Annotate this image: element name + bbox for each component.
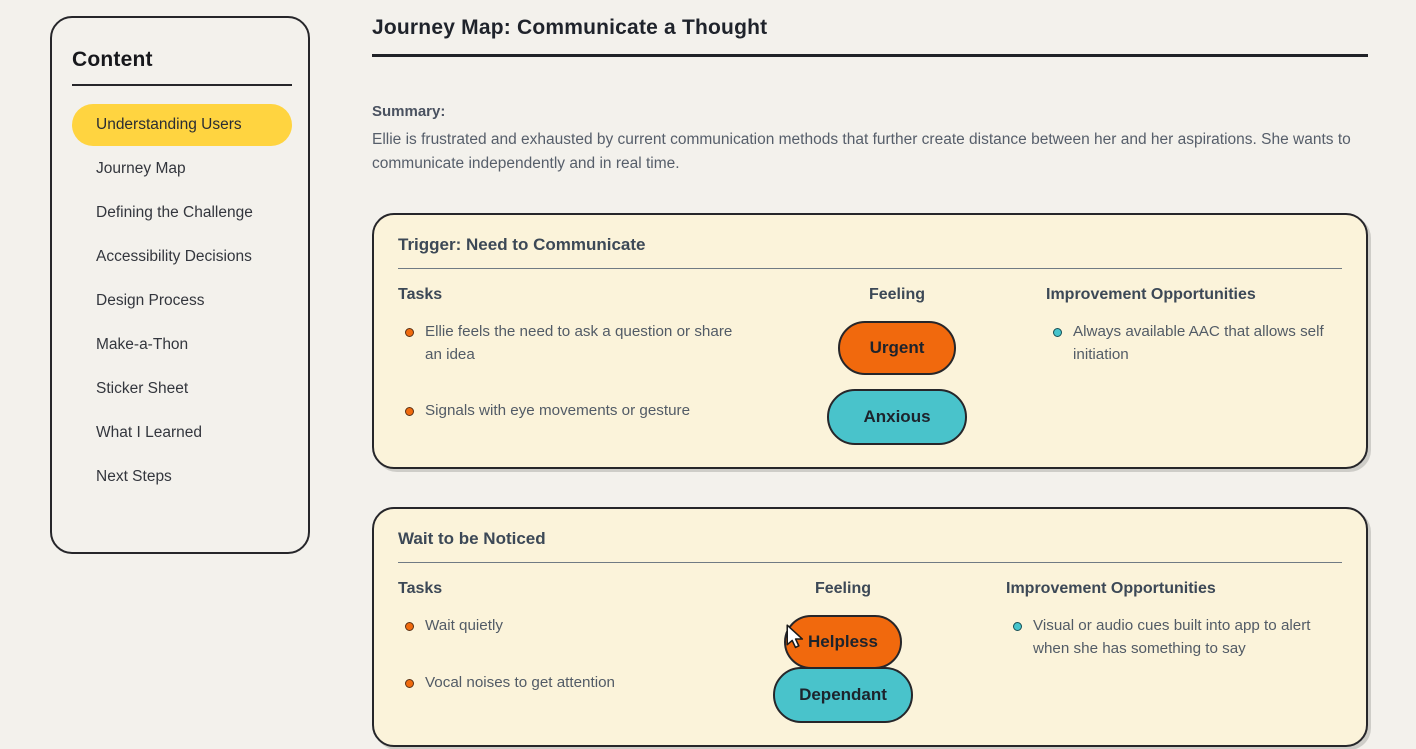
improvement-column: Improvement Opportunities Always availab… bbox=[1012, 286, 1342, 445]
card-columns: Tasks Wait quietly Vocal noises to get a… bbox=[398, 580, 1342, 724]
title-divider bbox=[372, 54, 1368, 57]
main-content: Journey Map: Communicate a Thought Summa… bbox=[372, 16, 1368, 748]
sidebar-title: Content bbox=[72, 48, 153, 71]
sidebar-item-what-i-learned[interactable]: What I Learned bbox=[96, 424, 202, 441]
feeling-pill-dependant: Dependant bbox=[773, 667, 913, 724]
summary-label: Summary: bbox=[372, 103, 446, 120]
tasks-column: Tasks Wait quietly Vocal noises to get a… bbox=[398, 580, 728, 723]
card-title: Wait to be Noticed bbox=[398, 529, 546, 549]
feeling-pills: Urgent Anxious bbox=[782, 321, 1012, 446]
sidebar-item-make-a-thon[interactable]: Make-a-Thon bbox=[96, 336, 189, 353]
sidebar-item-understanding-users[interactable]: Understanding Users bbox=[72, 104, 292, 146]
card-title: Trigger: Need to Communicate bbox=[398, 235, 646, 255]
tasks-list: Wait quietly Vocal noises to get attenti… bbox=[398, 615, 728, 694]
card-columns: Tasks Ellie feels the need to ask a ques… bbox=[398, 286, 1342, 446]
sidebar-item-next-steps[interactable]: Next Steps bbox=[96, 468, 172, 485]
sidebar-item-design-process[interactable]: Design Process bbox=[96, 292, 205, 309]
journey-stage-card-trigger: Trigger: Need to Communicate Tasks Ellie… bbox=[372, 213, 1368, 470]
page-title: Journey Map: Communicate a Thought bbox=[372, 16, 768, 39]
tasks-column: Tasks Ellie feels the need to ask a ques… bbox=[398, 286, 782, 445]
improvement-list: Visual or audio cues built into app to a… bbox=[1006, 615, 1342, 660]
feeling-pill-urgent: Urgent bbox=[838, 321, 956, 376]
summary-section: Summary: Ellie is frustrated and exhaust… bbox=[372, 101, 1368, 175]
improvement-item: Visual or audio cues built into app to a… bbox=[1006, 615, 1342, 660]
improvement-heading: Improvement Opportunities bbox=[1046, 286, 1256, 304]
card-divider bbox=[398, 562, 1342, 564]
sidebar-item-defining-the-challenge[interactable]: Defining the Challenge bbox=[96, 204, 253, 221]
summary-text: Ellie is frustrated and exhausted by cur… bbox=[372, 130, 1351, 172]
feeling-column: Feeling Urgent Anxious bbox=[782, 286, 1012, 446]
tasks-heading: Tasks bbox=[398, 580, 443, 598]
task-item: Signals with eye movements or gesture bbox=[398, 400, 734, 422]
feeling-pill-helpless: Helpless bbox=[784, 615, 902, 670]
tasks-list: Ellie feels the need to ask a question o… bbox=[398, 321, 782, 422]
sidebar-item-sticker-sheet[interactable]: Sticker Sheet bbox=[96, 380, 189, 397]
improvement-list: Always available AAC that allows self in… bbox=[1046, 321, 1342, 366]
feeling-column: Feeling Helpless Dependant bbox=[728, 580, 958, 724]
improvement-item: Always available AAC that allows self in… bbox=[1046, 321, 1342, 366]
task-item: Vocal noises to get attention bbox=[398, 672, 728, 694]
feeling-pill-anxious: Anxious bbox=[827, 389, 967, 446]
sidebar-divider bbox=[72, 84, 292, 86]
improvement-heading: Improvement Opportunities bbox=[1006, 580, 1216, 598]
card-divider bbox=[398, 268, 1342, 270]
sidebar-item-accessibility-decisions[interactable]: Accessibility Decisions bbox=[96, 248, 252, 265]
sidebar-nav: Understanding Users Journey Map Defining… bbox=[72, 104, 292, 498]
journey-stage-card-wait: Wait to be Noticed Tasks Wait quietly Vo… bbox=[372, 507, 1368, 748]
sidebar-item-journey-map[interactable]: Journey Map bbox=[96, 160, 186, 177]
tasks-heading: Tasks bbox=[398, 286, 443, 304]
improvement-column: Improvement Opportunities Visual or audi… bbox=[958, 580, 1342, 723]
task-item: Ellie feels the need to ask a question o… bbox=[398, 321, 734, 366]
feeling-heading: Feeling bbox=[814, 580, 871, 598]
feeling-pills: Helpless Dependant bbox=[728, 615, 958, 724]
task-item: Wait quietly bbox=[398, 615, 728, 637]
feeling-heading: Feeling bbox=[868, 286, 925, 304]
content-sidebar: Content Understanding Users Journey Map … bbox=[50, 16, 310, 554]
